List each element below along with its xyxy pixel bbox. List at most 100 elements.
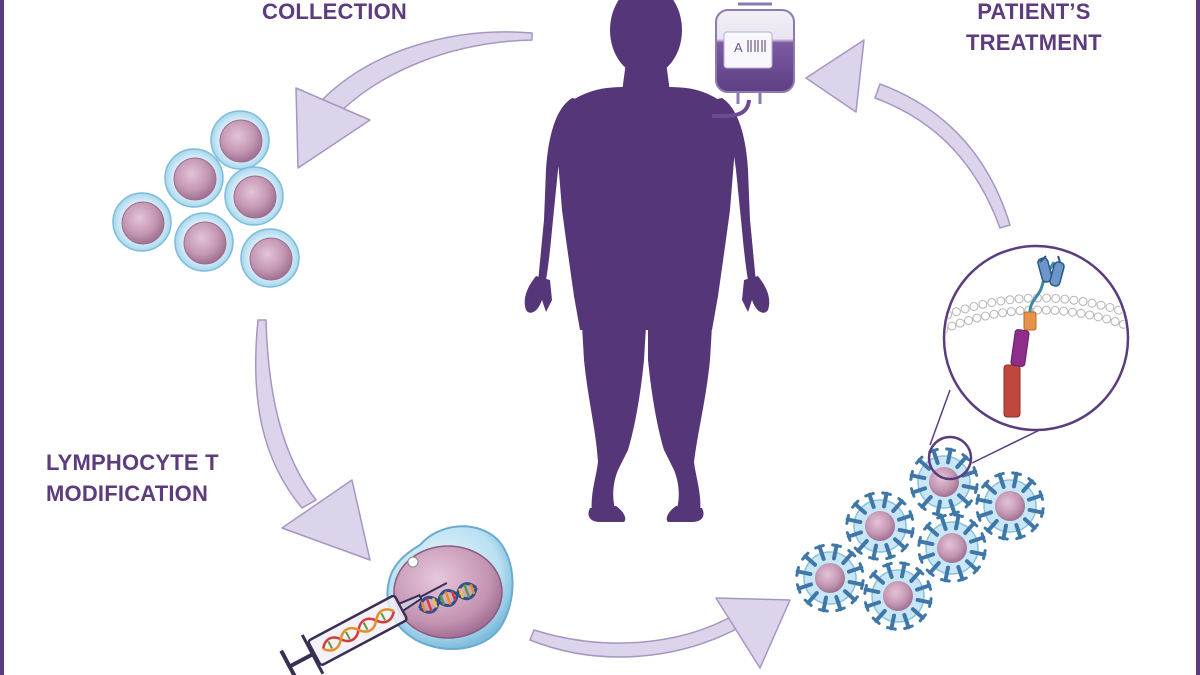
car-receptor (964, 559, 979, 572)
car-receptor (928, 560, 941, 575)
label-patients-treatment: PATIENT’S TREATMENT (966, 0, 1102, 58)
arrow-treatment (805, 39, 1011, 229)
human-silhouette (524, 0, 770, 522)
car-receptor (968, 535, 986, 544)
car-receptor (997, 472, 1006, 490)
left-border (0, 0, 4, 675)
car-receptor (931, 448, 940, 466)
car-receptor (891, 499, 904, 514)
label-treatment-line2: TREATMENT (966, 30, 1102, 55)
car-receptor (925, 524, 940, 537)
dna-helix (418, 582, 478, 614)
car-receptor (909, 569, 922, 584)
car-receptor (969, 549, 987, 557)
car-receptor (917, 458, 932, 471)
car-receptor (910, 486, 928, 495)
car-receptor (864, 600, 882, 609)
car-receptor (896, 513, 914, 522)
car-receptor (956, 493, 971, 506)
blood-bag: A (712, 2, 795, 118)
car-receptor (795, 569, 813, 577)
collected-t-cells (112, 110, 300, 288)
t-cell (240, 228, 300, 288)
car-receptor (884, 542, 893, 560)
car-receptor (1026, 493, 1044, 502)
arrow-expansion (529, 597, 791, 669)
car-receptor (834, 594, 843, 612)
label-modification-line1: LYMPHOCYTE T (46, 450, 219, 475)
car-receptor (871, 543, 879, 561)
t-cell (174, 212, 234, 272)
car-receptor (917, 539, 935, 547)
car-receptor (1014, 522, 1023, 540)
car-receptor (863, 587, 881, 595)
car-receptor (976, 510, 994, 519)
t-cell (112, 192, 172, 252)
car-t-cell (845, 491, 915, 561)
car-receptor (955, 455, 968, 470)
car-receptor (961, 483, 979, 491)
car-receptor (960, 469, 978, 478)
car-t-cell (917, 513, 987, 583)
car-receptor (983, 482, 998, 495)
car-receptor (885, 562, 894, 580)
car-t-cell (795, 543, 865, 613)
car-receptor (910, 607, 925, 620)
car-receptor (943, 565, 951, 583)
syringe (279, 582, 448, 675)
car-receptor (1011, 471, 1019, 489)
car-t-cell (975, 471, 1045, 541)
t-cell (224, 166, 284, 226)
car-receptor (853, 502, 868, 515)
car-receptor (846, 565, 864, 574)
car-receptor (847, 579, 865, 587)
car-receptor (918, 552, 936, 561)
car-receptor (975, 497, 993, 505)
car-receptor (821, 595, 829, 613)
blood-type-letter: A (734, 40, 743, 55)
car-receptor (986, 518, 999, 533)
car-t-cells (795, 447, 1045, 631)
car-receptor (1027, 507, 1045, 515)
car-receptor (806, 590, 819, 605)
car-receptor (902, 612, 911, 630)
car-t-cell (909, 447, 979, 517)
car-receptor (1022, 517, 1037, 530)
car-receptor (915, 597, 933, 605)
car-receptor (796, 582, 814, 591)
car-receptor (953, 513, 961, 531)
car-receptor (948, 498, 957, 516)
car-receptor (881, 491, 889, 509)
arrow-modification (254, 319, 371, 561)
car-receptor (874, 608, 887, 623)
car-receptor (956, 564, 965, 582)
t-cell (210, 110, 270, 170)
car-receptor (1001, 523, 1009, 541)
car-receptor (842, 589, 857, 602)
car-receptor (939, 514, 948, 532)
car-receptor (963, 521, 976, 536)
label-collection: COLLECTION (262, 0, 407, 27)
modified-cell (386, 525, 514, 651)
car-receptor (945, 447, 953, 465)
car-receptor (1021, 479, 1034, 494)
car-receptor (892, 537, 907, 550)
right-border (1196, 0, 1200, 675)
car-receptor (935, 499, 943, 517)
car-receptor (817, 544, 826, 562)
car-receptor (871, 572, 886, 585)
car-receptor (920, 494, 933, 509)
car-receptor (867, 492, 876, 510)
car-receptor-zoom (942, 244, 1130, 432)
car-receptor (841, 551, 854, 566)
car-t-cell (863, 561, 933, 631)
car-receptor (897, 527, 915, 535)
car-receptor (856, 538, 869, 553)
label-treatment-line1: PATIENT’S (977, 0, 1091, 24)
car-receptor (803, 554, 818, 567)
label-collection-text: COLLECTION (262, 0, 407, 24)
label-modification-line2: MODIFICATION (46, 481, 209, 506)
car-receptor (831, 543, 839, 561)
